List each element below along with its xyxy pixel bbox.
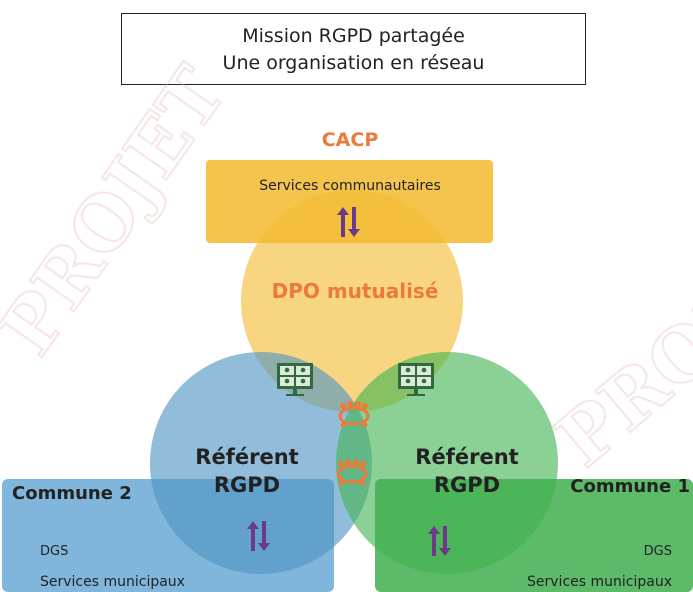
- title-box: Mission RGPD partagée Une organisation e…: [121, 13, 586, 85]
- referent-left-line2: RGPD: [214, 473, 280, 497]
- commune2-dgs: DGS: [40, 544, 68, 559]
- referent-right-line1: Référent: [415, 445, 518, 469]
- exchange-arrows-icon: [247, 521, 270, 551]
- cacp-services-text: Services communautaires: [259, 178, 441, 194]
- commune1-dgs: DGS: [644, 544, 672, 559]
- referent-right-circle: [336, 352, 558, 574]
- dpo-label: DPO mutualisé: [272, 279, 439, 303]
- cacp-label: CACP: [322, 129, 379, 151]
- referent-left-line1: Référent: [195, 445, 298, 469]
- referent-left-circle: [150, 352, 372, 574]
- exchange-arrows-icon: [428, 526, 451, 556]
- commune1-label: Commune 1: [570, 476, 690, 497]
- video-conference-icon: [277, 363, 313, 396]
- commune1-services: Services municipaux: [527, 574, 672, 590]
- meeting-table-icon: [336, 459, 368, 486]
- referent-right-line2: RGPD: [434, 473, 500, 497]
- commune2-services: Services municipaux: [40, 574, 185, 590]
- watermark-text-right: PROJET: [541, 207, 693, 484]
- dpo-circle: [241, 190, 463, 412]
- title-line-1: Mission RGPD partagée: [242, 24, 465, 47]
- exchange-arrows-icon: [337, 207, 360, 237]
- video-conference-icon: [398, 363, 434, 396]
- meeting-table-icon: [338, 401, 370, 428]
- title-line-2: Une organisation en réseau: [222, 51, 485, 74]
- commune2-label: Commune 2: [12, 483, 132, 504]
